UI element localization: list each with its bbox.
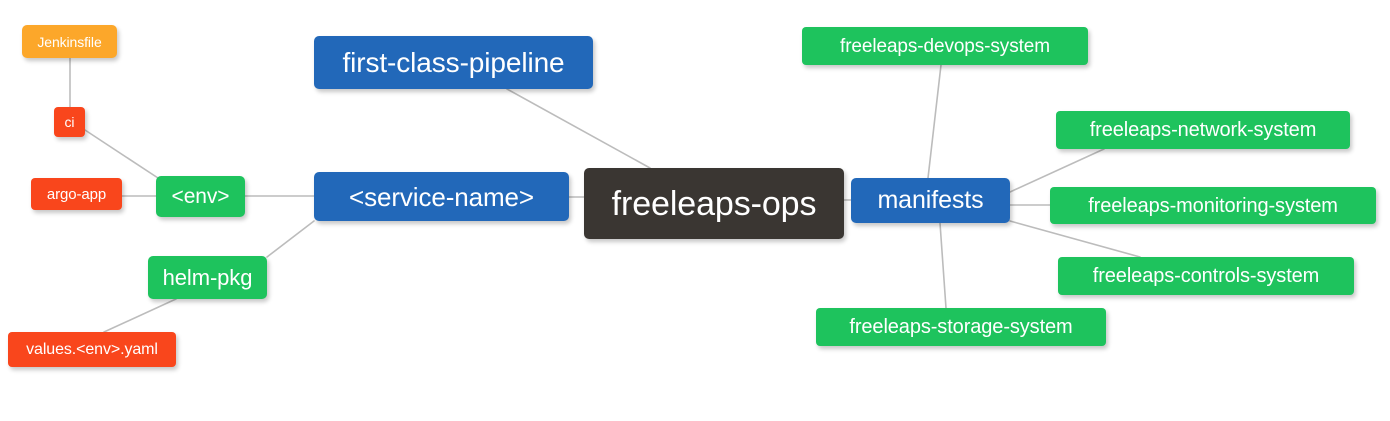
mindmap-node-service-name[interactable]: <service-name> — [314, 172, 569, 221]
mindmap-node-label: freeleaps-ops — [611, 184, 817, 223]
mindmap-node-label: freeleaps-network-system — [1089, 119, 1317, 141]
mindmap-node-label: first-class-pipeline — [342, 46, 565, 78]
mindmap-node-label: freeleaps-storage-system — [849, 316, 1073, 338]
mindmap-node-values-yaml[interactable]: values.<env>.yaml — [8, 332, 176, 367]
edge-ci-to-env — [84, 129, 159, 179]
edge-helm-pkg-to-values-yaml — [103, 298, 177, 333]
mindmap-node-label: helm-pkg — [162, 264, 253, 290]
mindmap-node-freeleaps-ops[interactable]: freeleaps-ops — [584, 168, 844, 239]
mindmap-node-ci[interactable]: ci — [54, 107, 85, 137]
mindmap-node-freeleaps-devops-system[interactable]: freeleaps-devops-system — [802, 27, 1088, 65]
edge-manifests-to-freeleaps-storage-system — [939, 222, 947, 309]
mindmap-node-label: argo-app — [46, 185, 107, 203]
mindmap-node-freeleaps-network-system[interactable]: freeleaps-network-system — [1056, 111, 1350, 149]
mindmap-node-label: values.<env>.yaml — [26, 340, 158, 358]
edge-manifests-to-freeleaps-controls-system — [1009, 220, 1141, 258]
mindmap-node-label: freeleaps-controls-system — [1092, 265, 1320, 287]
mindmap-node-jenkinsfile[interactable]: Jenkinsfile — [22, 25, 117, 58]
mindmap-node-argo-app[interactable]: argo-app — [31, 178, 122, 210]
mindmap-node-manifests[interactable]: manifests — [851, 178, 1010, 223]
edge-manifests-to-freeleaps-network-system — [1009, 148, 1105, 193]
mindmap-node-env[interactable]: <env> — [156, 176, 245, 217]
mindmap-node-label: ci — [64, 114, 75, 130]
mindmap-node-label: manifests — [877, 186, 984, 214]
mindmap-node-label: Jenkinsfile — [37, 33, 102, 50]
mindmap-node-freeleaps-monitoring-system[interactable]: freeleaps-monitoring-system — [1050, 187, 1376, 224]
mindmap-node-helm-pkg[interactable]: helm-pkg — [148, 256, 267, 299]
mindmap-node-freeleaps-controls-system[interactable]: freeleaps-controls-system — [1058, 257, 1354, 295]
edge-manifests-to-freeleaps-devops-system — [927, 64, 942, 179]
mindmap-node-freeleaps-storage-system[interactable]: freeleaps-storage-system — [816, 308, 1106, 346]
edge-first-class-pipeline-to-freeleaps-ops — [506, 88, 651, 169]
mindmap-node-label: <service-name> — [348, 181, 535, 212]
mindmap-node-label: freeleaps-monitoring-system — [1088, 194, 1338, 217]
edge-service-name-to-helm-pkg — [266, 220, 315, 258]
mindmap-node-label: freeleaps-devops-system — [840, 35, 1050, 57]
mindmap-node-first-class-pipeline[interactable]: first-class-pipeline — [314, 36, 593, 89]
mindmap-node-label: <env> — [171, 185, 230, 208]
